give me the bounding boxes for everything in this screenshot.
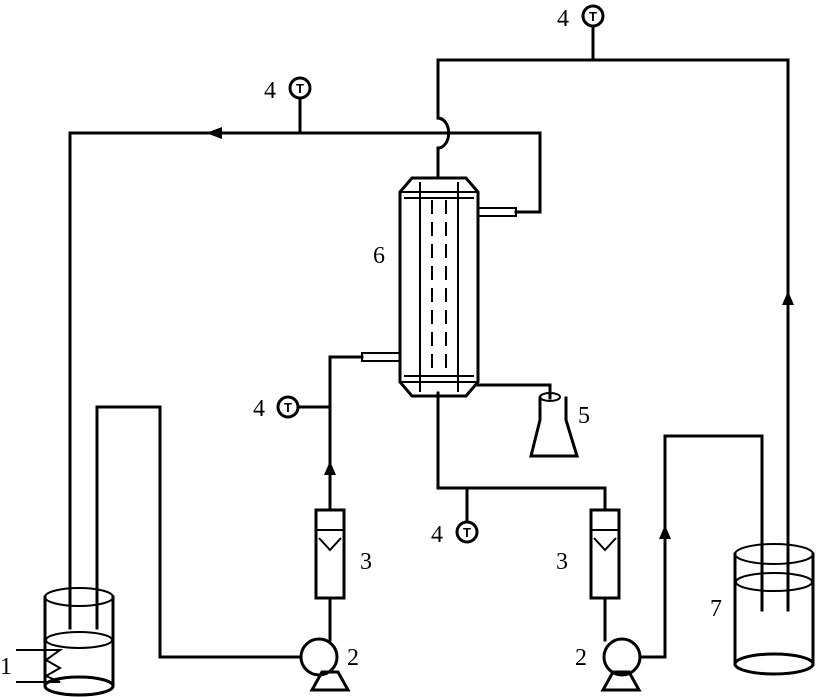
hot-tank [16,587,115,697]
thermometer-icon: T [455,520,479,544]
label-thermometer: 4 [431,522,443,548]
membrane-module [361,176,517,398]
pipe-hot-beaker-to-pump [95,405,302,659]
flowmeter-right [589,508,621,600]
label-thermometer: 4 [253,396,265,422]
thermometer-icon: T [581,4,605,28]
beaker-icon [43,587,115,697]
thermometer-symbol: T [296,81,304,96]
pump-icon [600,637,642,692]
module-upper-port [477,207,517,217]
label-flowmeter-left: 3 [360,549,372,575]
thermometer-cold-outlet: T 4 [431,486,479,548]
thermometer-icon: T [288,76,312,100]
flow-arrow-icon [782,291,794,305]
pipes [68,58,790,659]
pump-right [600,637,642,692]
thermometer-hot-return: T 4 [264,76,312,135]
flowmeter-icon [314,508,346,600]
flow-arrows [206,127,794,539]
pipe-crossover [436,116,451,180]
label-module: 6 [373,243,385,269]
flowmeter-left [314,508,346,600]
flask-icon [529,392,580,458]
pipe-module-to-flowmeter2 [436,391,607,512]
cold-tank [733,543,815,676]
beaker-icon [733,543,815,676]
pump-icon [299,637,351,692]
module-body [398,176,480,398]
label-thermometer: 4 [557,6,569,32]
thermometer-hot-inlet: T 4 [253,395,332,422]
heater-coil-icon [16,649,64,683]
label-pump-right: 2 [575,645,587,671]
flow-arrow-icon [659,525,671,539]
collection-flask [529,392,580,458]
label-flowmeter-right: 3 [556,549,568,575]
thermometer-symbol: T [284,400,292,415]
pipe-hot-return [68,131,542,630]
pump-left [299,637,351,692]
label-thermometer: 4 [264,78,276,104]
module-lower-port [361,352,401,362]
flow-arrow-icon [206,127,222,139]
pipe-cold-tank-return [436,58,790,612]
label-heater: 1 [0,654,12,680]
thermometer-icon: T [276,395,300,419]
flow-arrow-icon [324,461,336,475]
thermometer-top: T 4 [557,4,605,62]
thermometer-symbol: T [589,9,597,24]
label-collection-flask: 5 [578,403,590,429]
thermometer-symbol: T [463,525,471,540]
label-cold-tank: 7 [710,596,722,622]
pipe-flowmeter1-to-module [328,355,364,512]
pipe-pump2-to-cold-tank [638,434,764,659]
flowmeter-icon [589,508,621,600]
label-pump-left: 2 [347,645,359,671]
